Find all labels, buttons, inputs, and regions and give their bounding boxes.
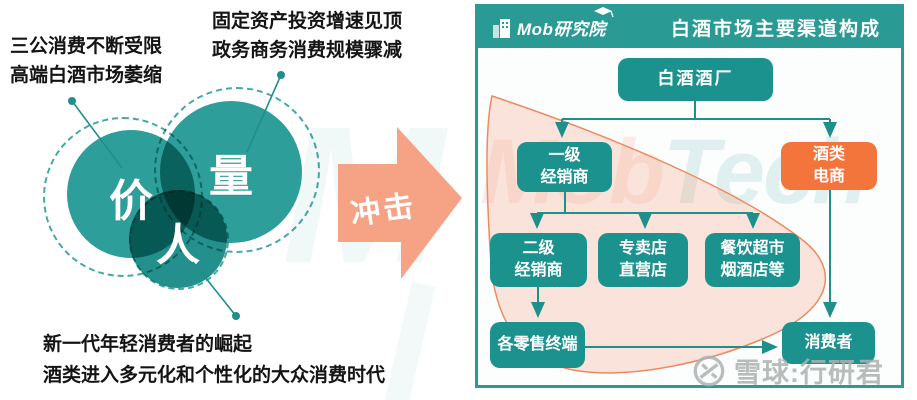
flow-node-catering-supermarket-tobacco: 餐饮超市 烟酒店等 [705, 233, 800, 287]
annotation-line: 新一代年轻消费者的崛起 [43, 334, 253, 355]
annotation-line: 三公消费不断受限 [10, 36, 163, 57]
flow-node-specialty-direct-stores: 专卖店 直营店 [598, 233, 688, 287]
annotation-top-left: 三公消费不断受限 高端白酒市场萎缩 [10, 32, 162, 90]
graduation-cap-icon [593, 7, 614, 18]
venn-label-price: 价 [109, 177, 153, 226]
panel-title: 白酒市场主要渠道构成 [670, 19, 881, 40]
flow-node-tier1-distributor: 一级 经销商 [517, 142, 612, 192]
annotation-top-center: 固定资产投资增速见顶 政务商务消费规模骤减 [212, 7, 402, 65]
channel-panel: Mob研究院 白酒市场主要渠道构成 MobTech [475, 4, 904, 388]
annotation-bottom: 新一代年轻消费者的崛起 酒类进入多元化和个性化的大众消费时代 [43, 329, 385, 391]
annotation-line: 高端白酒市场萎缩 [10, 65, 163, 86]
mob-logo: Mob研究院 [492, 7, 614, 40]
xueqiu-logo-icon [693, 355, 725, 386]
annotation-line: 政务商务消费规模骤减 [212, 40, 403, 61]
venn-label-volume: 量 [209, 152, 253, 201]
flow-node-tier2-distributor: 二级 经销商 [490, 233, 587, 287]
flow-node-consumer: 消费者 [782, 322, 875, 364]
annotation-line: 酒类进入多元化和个性化的大众消费时代 [43, 365, 386, 386]
mob-building-icon [493, 18, 510, 38]
annotation-line: 固定资产投资增速见顶 [212, 11, 403, 32]
panel-header: Mob研究院 白酒市场主要渠道构成 [478, 7, 901, 48]
flow-node-liquor-ecommerce: 酒类 电商 [781, 142, 877, 190]
panel-body: MobTech [478, 48, 901, 388]
venn-label-people: 人 [156, 221, 200, 270]
flow-node-retail-terminals: 各零售终端 [490, 322, 585, 368]
mob-logo-text: Mob研究院 [517, 20, 606, 39]
flow-node-factory: 白酒酒厂 [618, 58, 773, 101]
